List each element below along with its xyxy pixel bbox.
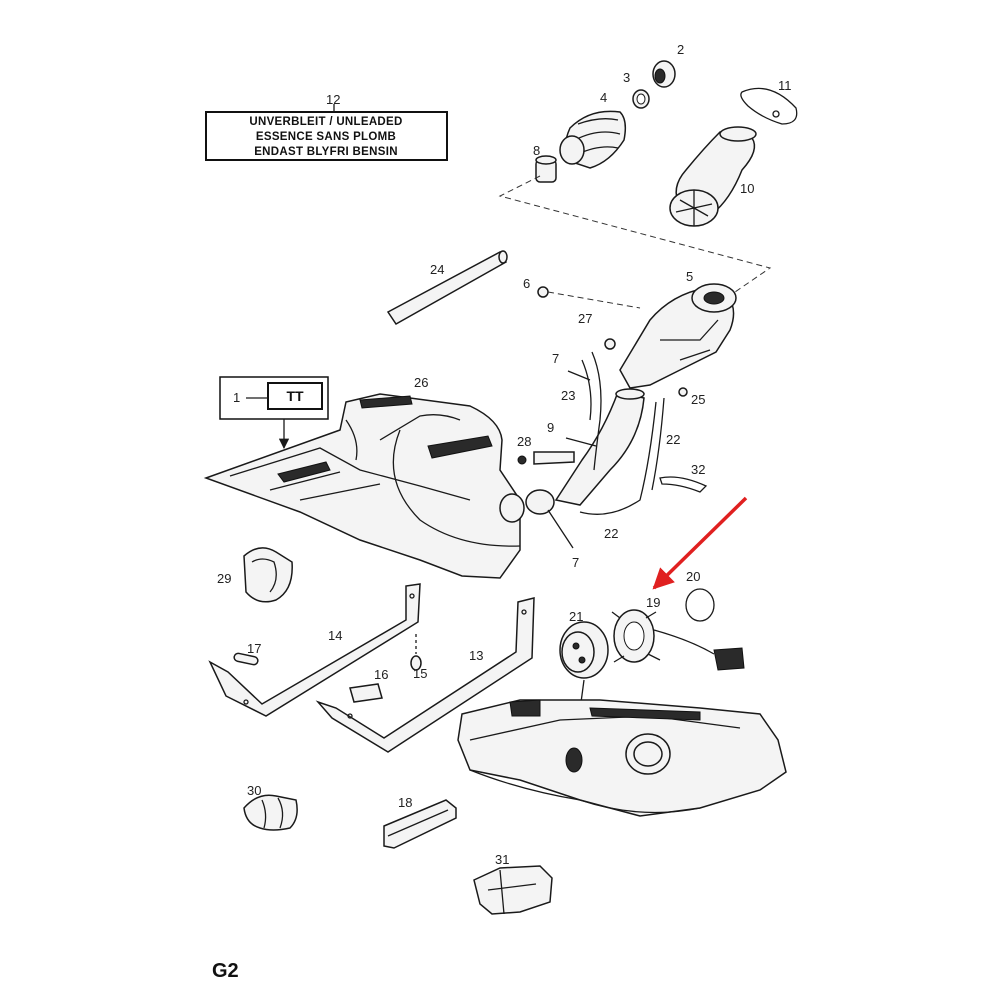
callout-19: 19 [646, 595, 660, 610]
callout-15: 15 [413, 666, 427, 681]
callout-25: 25 [691, 392, 705, 407]
callout-1: 1 [233, 390, 240, 405]
clip-part-31 [473, 865, 553, 915]
screw-part-6 [537, 286, 641, 309]
callout-24: 24 [430, 262, 444, 277]
clip-part-25 [678, 387, 688, 397]
callout-26: 26 [414, 375, 428, 390]
callout-2: 2 [677, 42, 684, 57]
clip-part-28 [517, 455, 527, 465]
unleaded-label-sticker: UNVERBLEIT / UNLEADED ESSENCE SANS PLOMB… [205, 111, 448, 161]
clamp-part-30 [243, 794, 298, 831]
fuel-tank [457, 699, 787, 817]
callout-31: 31 [495, 852, 509, 867]
rail-part-18 [383, 799, 457, 849]
callout-7b: 7 [572, 555, 579, 570]
boot-part-4 [559, 110, 627, 169]
callout-6: 6 [523, 276, 530, 291]
bushing-part-8 [535, 155, 557, 183]
callout-20: 20 [686, 569, 700, 584]
seal-ring-part-20 [685, 588, 715, 622]
page-code: G2 [212, 960, 239, 982]
callout-18: 18 [398, 795, 412, 810]
callout-16: 16 [374, 667, 388, 682]
seal-ring-part-3 [632, 89, 650, 109]
floor-pan [203, 393, 555, 579]
screw-part-27 [604, 338, 616, 350]
block-part-16 [349, 683, 383, 703]
unleaded-label-line1: UNVERBLEIT / UNLEADED [249, 116, 402, 128]
unleaded-label-line2: ESSENCE SANS PLOMB [256, 131, 396, 143]
fuel-pump-part-19 [611, 609, 745, 671]
hose-part-10 [669, 126, 757, 227]
cap-part-2 [652, 60, 676, 88]
callout-8: 8 [533, 143, 540, 158]
bolt-part-15 [410, 634, 422, 671]
pin-part-17 [233, 652, 259, 666]
callout-30: 30 [247, 783, 261, 798]
strap-part-32 [659, 476, 708, 493]
tt-label: TT [286, 388, 304, 404]
clamp-part-29 [243, 547, 293, 603]
callout-32: 32 [691, 462, 705, 477]
callout-28: 28 [517, 434, 531, 449]
callout-5: 5 [686, 269, 693, 284]
callout-7a: 7 [552, 351, 559, 366]
callout-21: 21 [569, 609, 583, 624]
callout-3: 3 [623, 70, 630, 85]
rod-part-24 [386, 250, 508, 325]
callout-12: 12 [326, 92, 340, 107]
hose-part-9 [533, 451, 575, 465]
filler-pipe [554, 351, 645, 506]
unleaded-label-line3: ENDAST BLYFRI BENSIN [254, 146, 398, 158]
clamp-part-11 [740, 87, 798, 125]
bracket-part-13 [315, 597, 535, 753]
callout-4: 4 [600, 90, 607, 105]
filler-neck-part-5 [619, 283, 737, 389]
callout-29: 29 [217, 571, 231, 586]
callout-22b: 22 [604, 526, 618, 541]
callout-14: 14 [328, 628, 342, 643]
callout-11: 11 [778, 78, 792, 93]
callout-23: 23 [561, 388, 575, 403]
bracket-part-14 [208, 583, 421, 717]
highlight-arrow [652, 496, 748, 590]
callout-13: 13 [469, 648, 483, 663]
callout-10: 10 [740, 181, 754, 196]
tt-box: TT [219, 376, 329, 450]
callout-27: 27 [578, 311, 592, 326]
callout-17: 17 [247, 641, 261, 656]
callout-22a: 22 [666, 432, 680, 447]
callout-9: 9 [547, 420, 554, 435]
